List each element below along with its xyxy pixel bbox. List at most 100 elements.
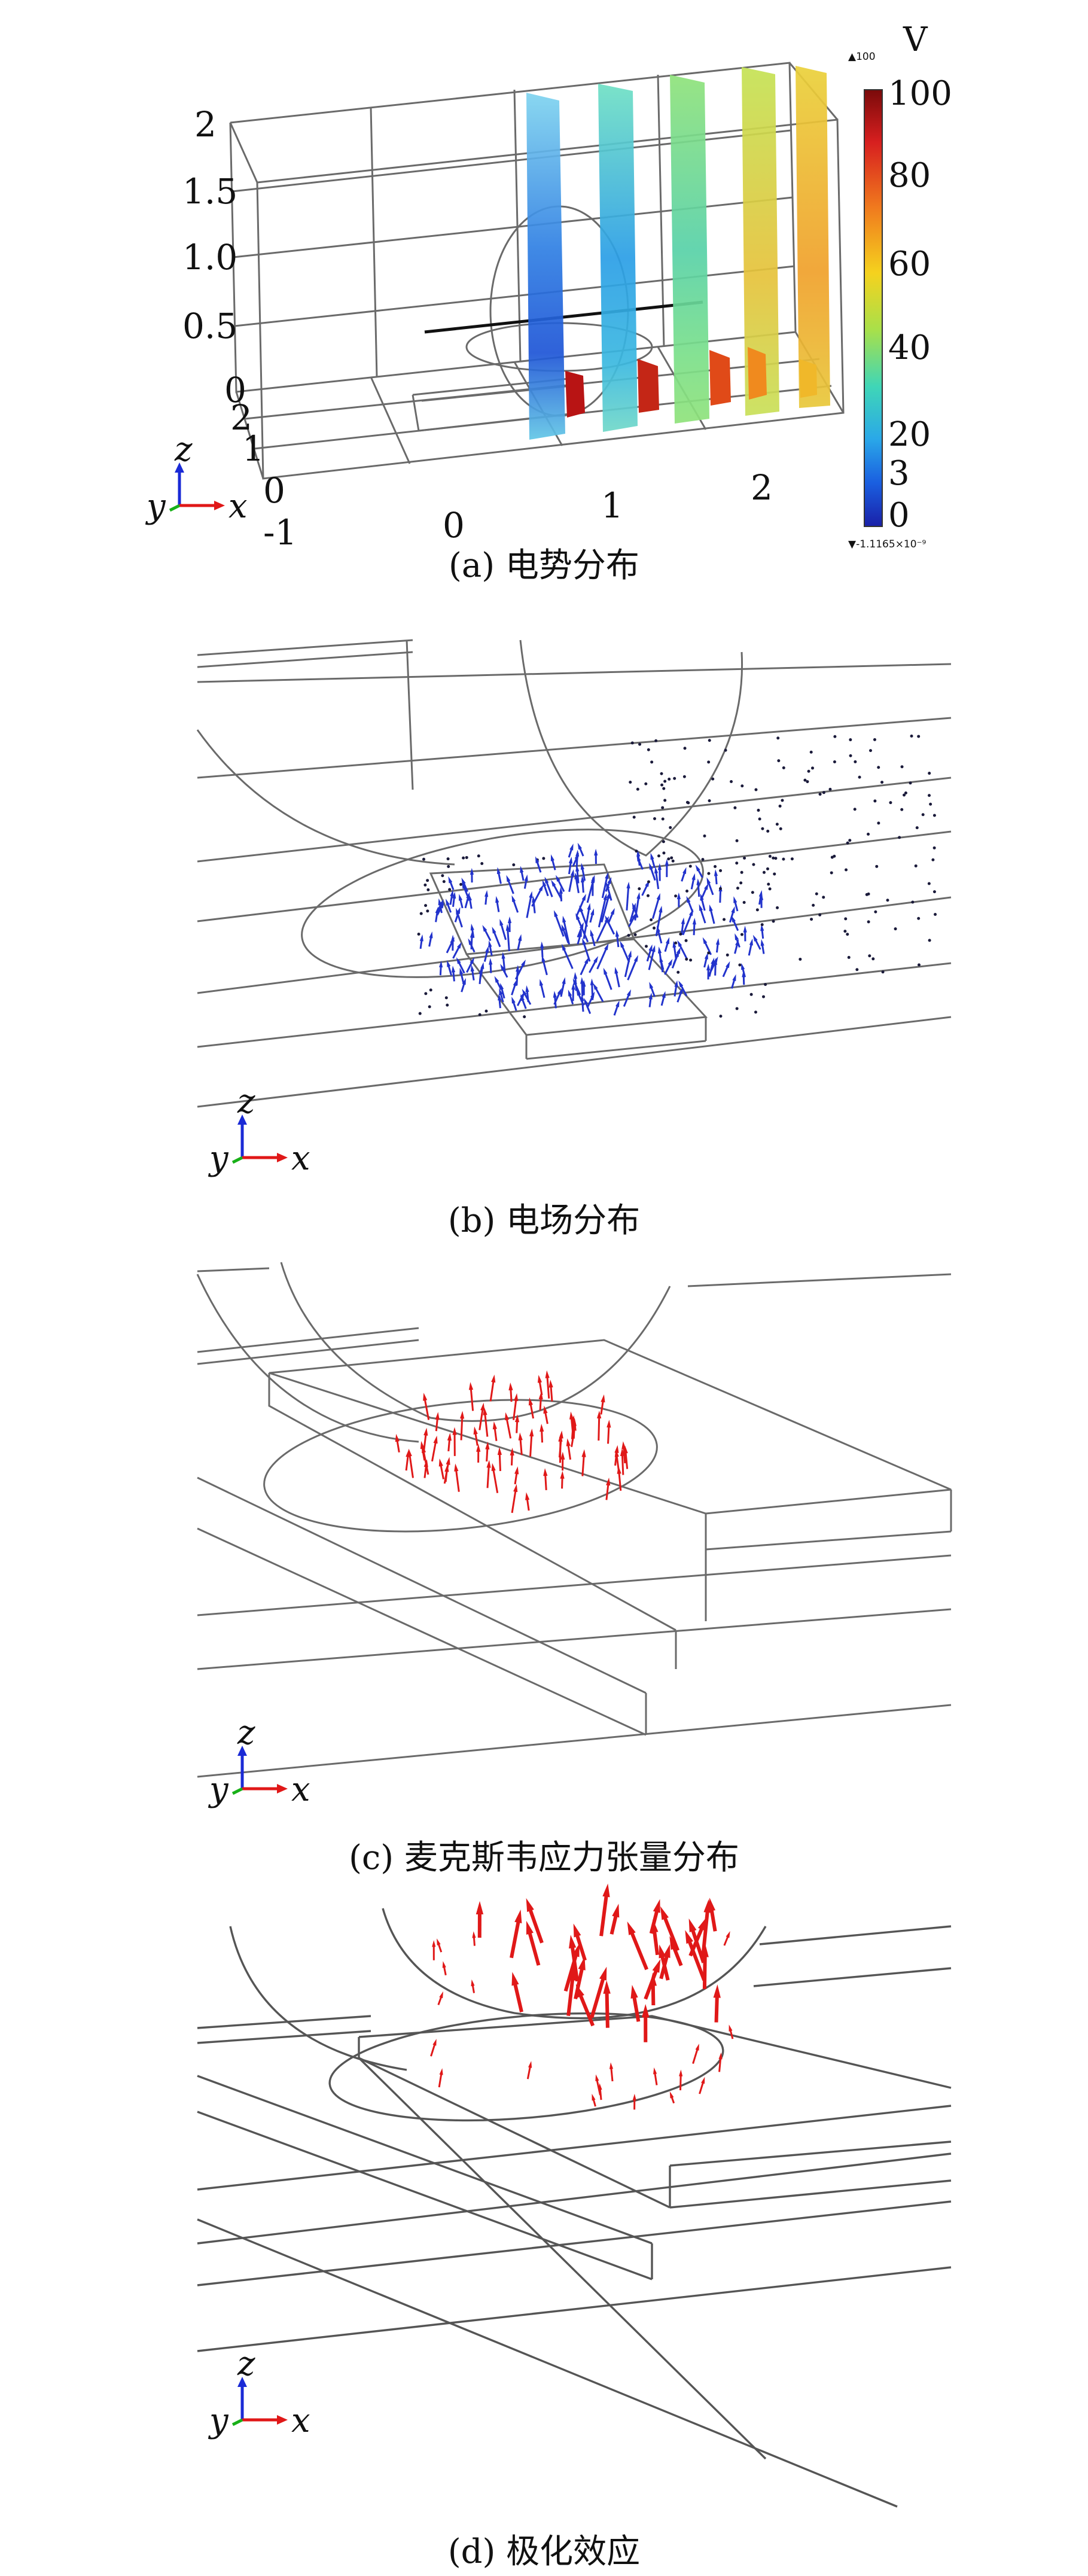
field-sample-dot <box>653 817 657 821</box>
field-sample-dot <box>743 856 746 860</box>
vector-arrow <box>626 885 630 911</box>
field-sample-dot <box>768 887 772 891</box>
vector-arrow-head <box>568 1967 577 1981</box>
field-sample-dot <box>766 829 770 833</box>
vector-arrow-head <box>669 2091 674 2099</box>
vector-arrow-head <box>659 906 663 913</box>
vector-arrow-head <box>653 2067 657 2075</box>
vector-arrow-head <box>462 882 467 889</box>
vector-arrow-head <box>459 894 463 901</box>
vector-arrow-head <box>732 974 736 982</box>
vector-arrow-head <box>540 941 544 948</box>
field-sample-dot <box>871 957 875 961</box>
vector-arrow-head <box>676 947 681 954</box>
vector-arrow <box>526 894 532 918</box>
field-sample-dot <box>929 802 932 806</box>
vector-arrow-head <box>652 1959 661 1973</box>
field-sample-dot <box>774 857 778 860</box>
depth-tick-label: 1 <box>242 428 264 469</box>
vector-arrow <box>576 916 589 943</box>
vector-arrow <box>654 870 660 890</box>
field-sample-dot <box>735 861 739 865</box>
x-tick-label: 2 <box>751 467 773 508</box>
vector-arrow-head <box>573 1923 581 1938</box>
vector-arrow-head <box>649 863 653 870</box>
field-sample-dot <box>662 840 665 844</box>
vector-arrow <box>590 1973 607 2018</box>
field-sample-dot <box>917 963 921 967</box>
vector-arrow-head <box>528 1397 533 1406</box>
vector-arrow-head <box>423 1459 428 1467</box>
vector-arrow-head <box>560 1451 565 1460</box>
vector-arrow-head <box>679 986 683 994</box>
vector-arrow-head <box>538 1391 543 1400</box>
vector-arrow-head <box>492 1421 497 1430</box>
vector-arrow-head <box>626 989 632 997</box>
field-sample-dot <box>429 988 432 992</box>
field-sample-dot <box>685 957 688 961</box>
field-sample-dot <box>703 834 706 838</box>
field-sample-dot <box>928 772 931 775</box>
vector-arrow-head <box>632 902 636 910</box>
triad-y-label: y <box>208 1770 229 1809</box>
vector-arrow-head <box>702 937 708 945</box>
field-sample-dot <box>928 794 931 797</box>
field-sample-dot <box>764 983 767 986</box>
vector-arrow-head <box>562 915 566 923</box>
vector-arrow-head <box>706 877 711 884</box>
field-sample-dot <box>847 955 851 959</box>
vector-arrow <box>479 1406 484 1430</box>
colorbar: ▲100 V 100 80 60 40 20 3 0 ▼-1.1165×10⁻⁹ <box>848 20 952 550</box>
vector-arrow-head <box>505 924 510 931</box>
vector-arrow-head <box>480 1402 485 1411</box>
panel-d: z y x (d) 极化效应 <box>0 1883 1088 2576</box>
field-sample-dot <box>849 738 852 742</box>
vector-arrow-head <box>528 2061 532 2068</box>
vector-arrow-head <box>706 963 711 971</box>
vector-arrow-head <box>749 938 753 946</box>
vector-arrow-head <box>472 1931 476 1938</box>
field-sample-dot <box>846 841 849 845</box>
field-sample-dot <box>868 749 872 753</box>
vector-arrow-head <box>731 915 736 922</box>
field-sample-dot <box>645 945 648 948</box>
vector-arrow-head <box>468 1382 474 1390</box>
vector-arrow-head <box>674 980 678 988</box>
vector-arrow-head <box>603 967 608 975</box>
field-sample-dot <box>462 856 465 860</box>
vector-arrow-head <box>439 899 444 906</box>
vector-arrow-head <box>454 1463 459 1472</box>
vector-arrow <box>483 1411 489 1437</box>
caption-b: (b) 电场分布 <box>447 1201 641 1240</box>
vector-arrow <box>526 1904 544 1944</box>
field-sample-dot <box>542 857 545 860</box>
field-sample-dot <box>724 748 727 752</box>
vector-arrow-head <box>672 940 676 948</box>
vector-arrow-head <box>559 887 563 894</box>
vector-arrow <box>596 946 608 970</box>
field-sample-dot <box>776 906 779 909</box>
field-sample-dot <box>833 854 836 858</box>
colorbar-tick: 100 <box>888 74 952 113</box>
field-sample-dot <box>423 883 427 887</box>
vector-arrow-head <box>442 1961 446 1968</box>
vector-arrow-head <box>511 996 516 1004</box>
vector-arrow-head <box>636 892 641 899</box>
field-sample-dot <box>673 777 676 780</box>
triad-x-label: x <box>291 1770 310 1809</box>
vector-arrow <box>431 1439 437 1462</box>
vector-arrow-head <box>568 856 573 864</box>
vector-arrow <box>658 949 664 973</box>
field-sample-dot <box>760 923 764 927</box>
axis-triad: z y x <box>208 1713 310 1809</box>
vector-arrow-head <box>595 2074 599 2082</box>
vector-arrow-head <box>741 963 745 970</box>
field-sample-dot <box>638 887 641 891</box>
vector-arrow-head <box>597 1410 602 1419</box>
vector-arrow <box>569 1941 580 1982</box>
depth-tick-label: 0 <box>263 470 285 511</box>
vector-arrow-head <box>553 910 558 917</box>
y-tick-label: 2 <box>194 104 217 145</box>
scene-wireframe <box>197 1908 952 2508</box>
vector-arrow-head <box>447 960 451 967</box>
